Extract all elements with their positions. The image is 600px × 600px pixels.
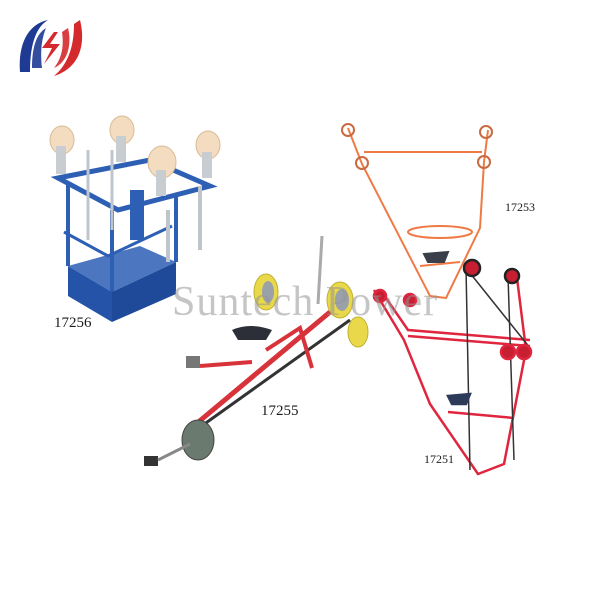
- product-17251-image: [372, 258, 533, 476]
- product-label-17256: 17256: [54, 315, 92, 331]
- sunteam-power-logo-icon: [19, 20, 83, 76]
- product-label-17251: 17251: [424, 452, 454, 466]
- product-17255-image: [144, 235, 369, 466]
- product-17253-image: [341, 123, 493, 300]
- product-label-17255: 17255: [261, 403, 299, 419]
- product-label-17253: 17253: [505, 200, 535, 214]
- product-17256-image: [49, 115, 221, 322]
